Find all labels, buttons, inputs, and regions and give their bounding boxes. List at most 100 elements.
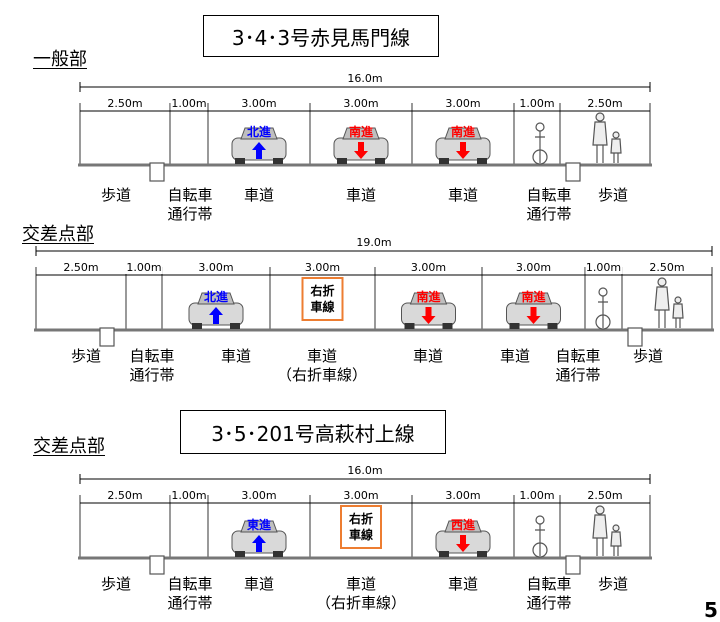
lane-label: 車道 [243, 186, 275, 204]
car-cabin [444, 127, 482, 140]
car-direction-label: 南進 [349, 124, 374, 139]
car-wheel [477, 551, 487, 557]
road-title-box-2: 3･5･201号高萩村上線 [180, 410, 446, 454]
lane-label: 歩道 [597, 575, 629, 593]
car-cabin [409, 292, 448, 305]
arrow-down-icon [456, 142, 470, 159]
dimension-label: 3.00m [240, 489, 278, 502]
car-direction-label: 南進 [451, 124, 476, 139]
total-width-label: 16.0m [347, 72, 383, 85]
right-turn-lane-sign: 右折車線 [301, 277, 344, 321]
road-title-box-1: 3･4･3号赤見馬門線 [203, 15, 439, 57]
total-width-label: 16.0m [347, 464, 383, 477]
road-title-2: 3･5･201号高萩村上線 [211, 421, 415, 446]
dimension-label: 3.00m [444, 489, 482, 502]
cyclist-icon [532, 122, 548, 165]
car-direction-label: 南進 [416, 289, 441, 304]
cyclist-icon [595, 287, 611, 330]
car-cabin [240, 520, 278, 533]
dimension-label: 3.00m [342, 97, 380, 110]
dimension-label: 3.00m [303, 261, 342, 274]
curb [149, 555, 165, 575]
dimension-label: 2.50m [648, 261, 686, 274]
curb [627, 327, 643, 347]
car-wheel [337, 158, 347, 164]
dimension-label: 2.50m [106, 489, 144, 502]
arrow-down-icon [456, 535, 470, 552]
section-label-1: 一般部 [33, 49, 87, 70]
car-wheel [230, 323, 240, 329]
car-icon: 西進 [435, 517, 491, 557]
lane-label: 車道 [220, 347, 252, 365]
dimension-label: 1.00m [518, 489, 556, 502]
right-turn-sign-text: 右折 [348, 511, 373, 526]
lane-label: 車道 [447, 575, 479, 593]
right-turn-sign-text: 車線 [310, 299, 334, 314]
car-wheel [273, 551, 283, 557]
lane-label: 歩道 [70, 347, 102, 365]
section-label-2: 交差点部 [22, 224, 94, 245]
car-wheel [509, 323, 520, 329]
lane-label: 自転車 通行帯 [129, 347, 175, 384]
lane-label: 自転車 通行帯 [167, 575, 213, 612]
lane-label: 車道 [499, 347, 531, 365]
car-icon: 東進 [231, 517, 287, 557]
pedestrians-icon [592, 112, 622, 163]
lane-label: 車道 [345, 186, 377, 204]
lane-label: 車道 （右折車線） [276, 347, 368, 384]
car-wheel [442, 323, 453, 329]
dimension-label: 2.50m [586, 97, 624, 110]
car-icon: 北進 [188, 289, 244, 329]
right-turn-sign-text: 車線 [349, 527, 373, 542]
dimension-label: 3.00m [240, 97, 278, 110]
car-cabin [444, 520, 482, 533]
right-turn-lane-sign: 右折車線 [340, 505, 382, 549]
car-direction-label: 西進 [451, 517, 476, 532]
lane-label: 自転車 通行帯 [167, 186, 213, 223]
lane-label: 歩道 [100, 186, 132, 204]
pedestrians-icon [592, 505, 622, 556]
car-wheel [404, 323, 415, 329]
car-wheel [547, 323, 558, 329]
corner-mark: 5 [704, 598, 718, 622]
curb [149, 162, 165, 182]
car-direction-label: 南進 [521, 289, 546, 304]
arrow-up-icon [252, 142, 266, 159]
arrow-up-icon [252, 535, 266, 552]
car-direction-label: 東進 [247, 517, 272, 532]
dimension-label: 3.00m [197, 261, 235, 274]
car-direction-label: 北進 [204, 289, 229, 304]
lane-label: 車道 （右折車線） [315, 575, 407, 612]
arrow-down-icon [526, 307, 541, 324]
car-cabin [342, 127, 380, 140]
pedestrians-icon [654, 277, 684, 328]
dimension-label: 2.50m [106, 97, 144, 110]
car-wheel [192, 323, 202, 329]
curb [565, 162, 581, 182]
car-wheel [375, 158, 385, 164]
car-cabin [514, 292, 553, 305]
dimension-label: 2.50m [62, 261, 100, 274]
dimension-label: 1.00m [125, 261, 163, 274]
lane-label: 歩道 [632, 347, 664, 365]
right-turn-sign [301, 277, 344, 321]
dimension-label: 1.00m [170, 489, 208, 502]
car-direction-label: 北進 [247, 124, 272, 139]
lane-label: 車道 [412, 347, 444, 365]
cyclist-icon [532, 515, 548, 558]
lane-label: 自転車 通行帯 [526, 575, 572, 612]
car-wheel [235, 158, 245, 164]
right-turn-sign-text: 右折 [309, 283, 334, 298]
lane-label: 歩道 [597, 186, 629, 204]
section-label-3: 交差点部 [33, 436, 105, 457]
lane-label: 車道 [447, 186, 479, 204]
car-icon: 南進 [435, 124, 491, 164]
car-icon: 南進 [333, 124, 389, 164]
dimension-label: 1.00m [170, 97, 208, 110]
car-wheel [273, 158, 283, 164]
lane-label: 自転車 通行帯 [555, 347, 601, 384]
car-icon: 南進 [506, 289, 561, 329]
car-cabin [197, 292, 235, 305]
dimension-label: 1.00m [584, 261, 623, 274]
